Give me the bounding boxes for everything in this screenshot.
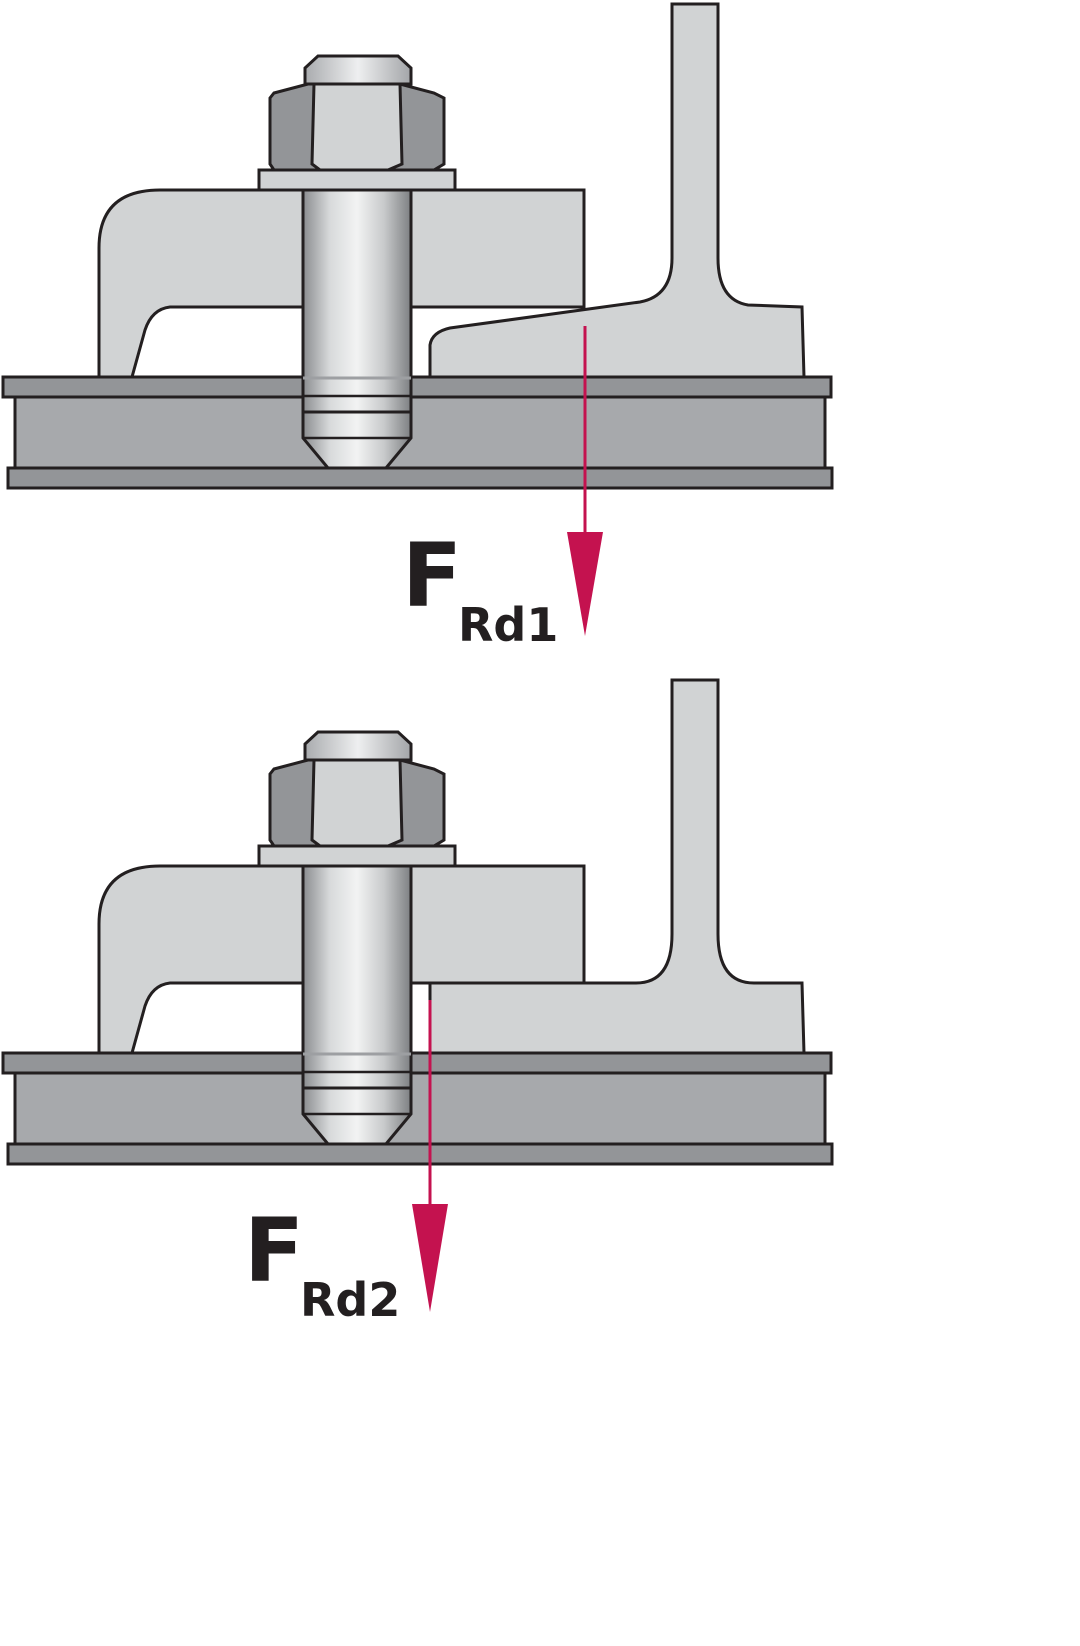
diagram-2 [1,678,834,1312]
beam-web [13,1070,827,1146]
rail-profile [428,678,806,1055]
force-subscript-1: Rd1 [458,598,559,652]
force-arrow-1 [567,326,603,636]
nut-top [303,730,413,762]
bolt-tip [301,1086,413,1146]
bolt-shank [301,860,413,1090]
force-symbol-2: F [244,1199,305,1302]
force-symbol-1: F [402,524,463,627]
force-subscript-2: Rd2 [300,1273,401,1327]
beam-top-flange [1,1051,833,1075]
washer [257,844,457,868]
diagram-1 [1,2,834,636]
force-arrow-2 [412,1000,448,1312]
beam-bottom-flange [6,1142,834,1166]
